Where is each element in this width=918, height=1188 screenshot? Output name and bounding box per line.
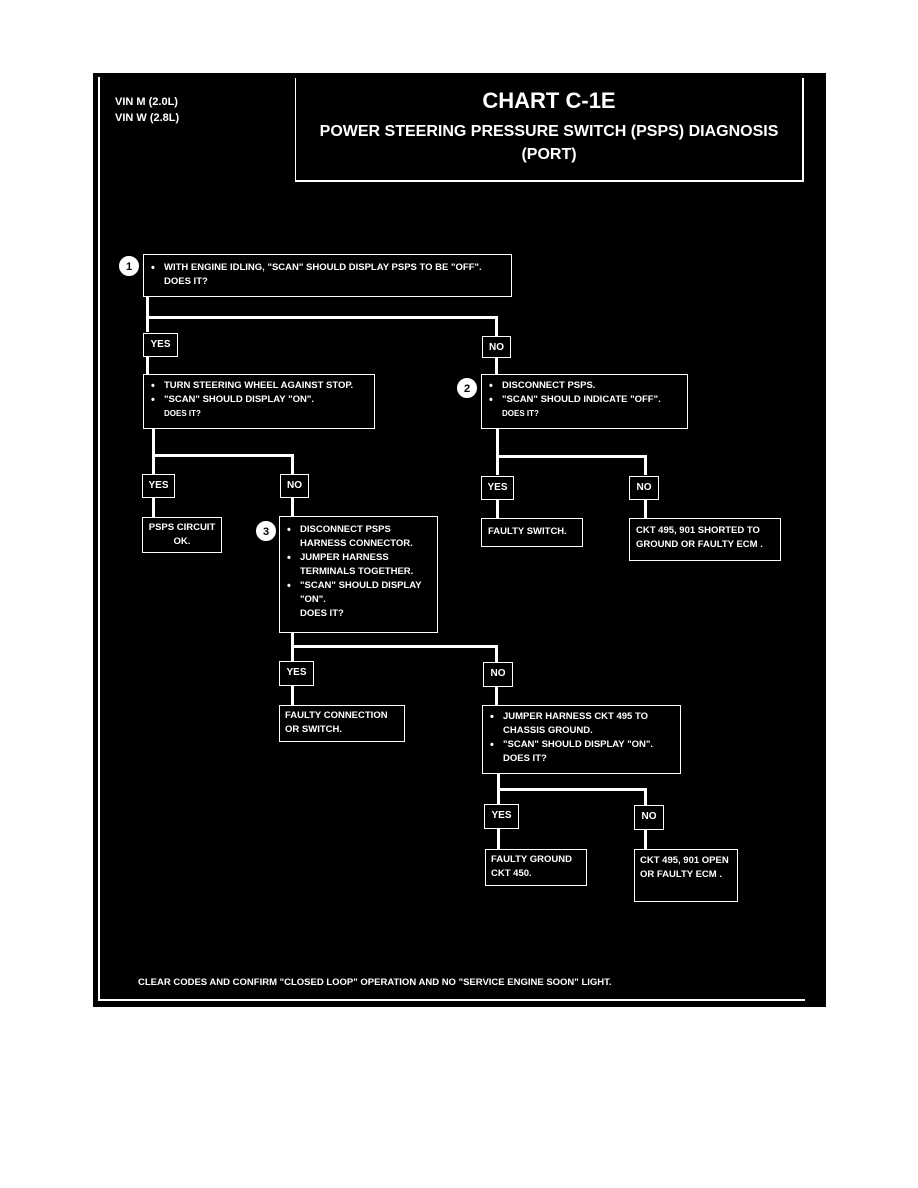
step-text: TURN STEERING WHEEL AGAINST STOP. [150, 379, 368, 393]
connector [496, 428, 499, 475]
connector [291, 645, 498, 648]
step-text: DISCONNECT PSPS. [488, 379, 681, 393]
connector [152, 454, 294, 457]
chart-subtitle: POWER STEERING PRESSURE SWITCH (PSPS) DI… [319, 123, 779, 140]
result-faulty-switch: FAULTY SWITCH. [481, 518, 583, 547]
no-label: NO [629, 476, 659, 500]
yes-label: YES [481, 476, 514, 500]
decision-turn-wheel: TURN STEERING WHEEL AGAINST STOP. "SCAN"… [143, 374, 375, 429]
connector [291, 497, 294, 517]
step-marker-2: 2 [457, 378, 477, 398]
yes-label: YES [142, 474, 175, 498]
connector [644, 499, 647, 518]
step-question: DOES IT? [300, 608, 344, 619]
connector [497, 828, 500, 850]
step-text: WITH ENGINE IDLING, "SCAN" SHOULD DISPLA… [150, 261, 505, 275]
result-faulty-connection: FAULTY CONNECTION OR SWITCH. [279, 705, 405, 742]
step-text: DISCONNECT PSPS HARNESS CONNECTOR. [286, 523, 431, 551]
step-text: "SCAN" SHOULD INDICATE "OFF". [488, 393, 681, 407]
no-label: NO [482, 336, 511, 358]
step-text: JUMPER HARNESS TERMINALS TOGETHER. [286, 551, 431, 579]
vin-m-label: VIN M (2.0L) [115, 96, 178, 108]
connector [291, 685, 294, 705]
chart-title: CHART C-1E [482, 88, 616, 113]
vin-w-label: VIN W (2.8L) [115, 112, 180, 124]
step-text: "SCAN" SHOULD DISPLAY "ON". [489, 738, 674, 752]
decision-disconnect-psps: DISCONNECT PSPS. "SCAN" SHOULD INDICATE … [481, 374, 688, 429]
yes-label: YES [484, 804, 519, 829]
step-text: "SCAN" SHOULD DISPLAY "ON". [150, 393, 368, 407]
connector [644, 788, 647, 805]
connector [644, 829, 647, 850]
connector [152, 497, 155, 517]
step-question: DOES IT? [503, 753, 547, 764]
decision-jumper-ckt-495: JUMPER HARNESS CKT 495 TO CHASSIS GROUND… [482, 705, 681, 774]
connector [146, 296, 149, 332]
connector [496, 455, 647, 458]
connector [497, 788, 647, 791]
connector [291, 454, 294, 474]
chart-subtitle-port: (PORT) [521, 146, 577, 163]
step-text: "SCAN" SHOULD DISPLAY "ON". [286, 579, 431, 607]
connector [146, 356, 149, 376]
yes-label: YES [279, 661, 314, 686]
result-psps-circuit-ok: PSPS CIRCUIT OK. [142, 517, 222, 553]
title-box [295, 78, 804, 182]
yes-label: YES [143, 333, 178, 357]
step-marker-3: 3 [256, 521, 276, 541]
step-question: DOES IT? [164, 276, 208, 287]
result-faulty-ground: FAULTY GROUND CKT 450. [485, 849, 587, 886]
step-marker-1: 1 [119, 256, 139, 276]
connector [146, 316, 498, 319]
no-label: NO [634, 805, 664, 830]
footer-instruction: CLEAR CODES AND CONFIRM "CLOSED LOOP" OP… [138, 977, 612, 988]
no-label: NO [483, 662, 513, 687]
connector [495, 356, 498, 376]
connector [495, 316, 498, 336]
connector [495, 645, 498, 662]
step-question: DOES IT? [502, 409, 539, 418]
connector [496, 499, 499, 518]
decision-jumper-terminals: DISCONNECT PSPS HARNESS CONNECTOR. JUMPE… [279, 516, 438, 633]
decision-engine-idling: WITH ENGINE IDLING, "SCAN" SHOULD DISPLA… [143, 254, 512, 297]
result-ckt-shorted: CKT 495, 901 SHORTED TO GROUND OR FAULTY… [629, 518, 781, 561]
result-ckt-open: CKT 495, 901 OPEN OR FAULTY ECM . [634, 849, 738, 902]
connector [495, 686, 498, 706]
connector [644, 455, 647, 475]
step-text: JUMPER HARNESS CKT 495 TO CHASSIS GROUND… [489, 710, 674, 738]
no-label: NO [280, 474, 309, 498]
connector [152, 428, 155, 474]
step-question: DOES IT? [164, 409, 201, 418]
chart-frame [98, 77, 805, 1001]
